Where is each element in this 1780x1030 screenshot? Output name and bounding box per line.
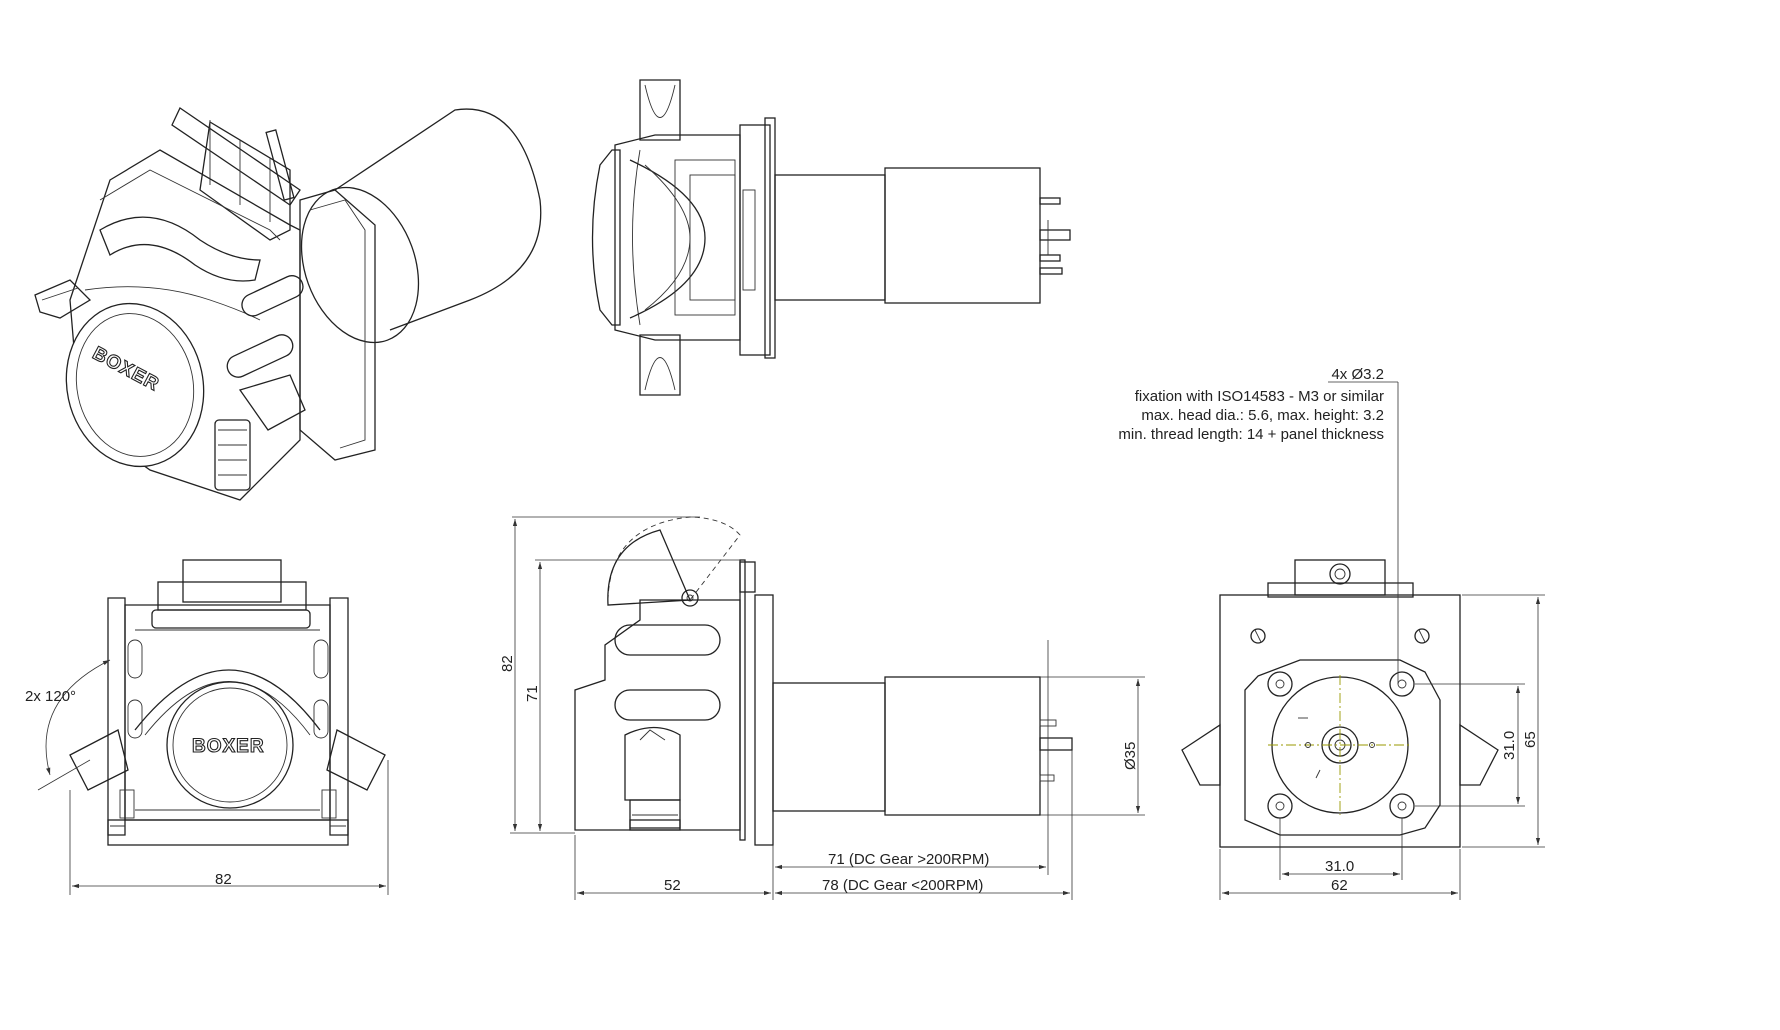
rear-hole-spacing-horizontal: 31.0 (1325, 858, 1354, 875)
side-head-length-dimension: 52 (664, 877, 681, 894)
front-angle-dimension: 2x 120° (25, 688, 76, 705)
side-motor-length-fast: 71 (DC Gear >200RPM) (828, 851, 989, 868)
note-holes: 4x Ø3.2 (1331, 366, 1384, 383)
front-brand-logo: BOXER (192, 736, 265, 757)
side-diameter-dimension: Ø35 (1122, 742, 1139, 770)
rear-height-dimension: 65 (1522, 731, 1539, 748)
side-height-dimension: 71 (524, 685, 541, 702)
front-view: BOXER 2x 120° 82 (25, 559, 389, 895)
note-head-dimensions: max. head dia.: 5.6, max. height: 3.2 (1141, 407, 1384, 424)
note-thread-length: min. thread length: 14 + panel thickness (1118, 426, 1384, 443)
fixation-notes: 4x Ø3.2 fixation with ISO14583 - M3 or s… (1118, 366, 1384, 443)
side-total-height-dimension: 82 (499, 655, 516, 672)
rear-width-dimension: 62 (1331, 877, 1348, 894)
note-fixation: fixation with ISO14583 - M3 or similar (1135, 388, 1384, 405)
side-view: 82 71 Ø35 71 (DC Gear >200RPM) 78 (DC Ge… (499, 516, 1145, 900)
isometric-view: BOXER (34, 107, 542, 501)
rear-hole-spacing-vertical: 31.0 (1501, 731, 1518, 760)
top-view (591, 79, 1071, 396)
side-motor-length-slow: 78 (DC Gear <200RPM) (822, 877, 983, 894)
front-width-dimension: 82 (215, 871, 232, 888)
rear-view: 65 31.0 31.0 62 (1181, 381, 1545, 900)
